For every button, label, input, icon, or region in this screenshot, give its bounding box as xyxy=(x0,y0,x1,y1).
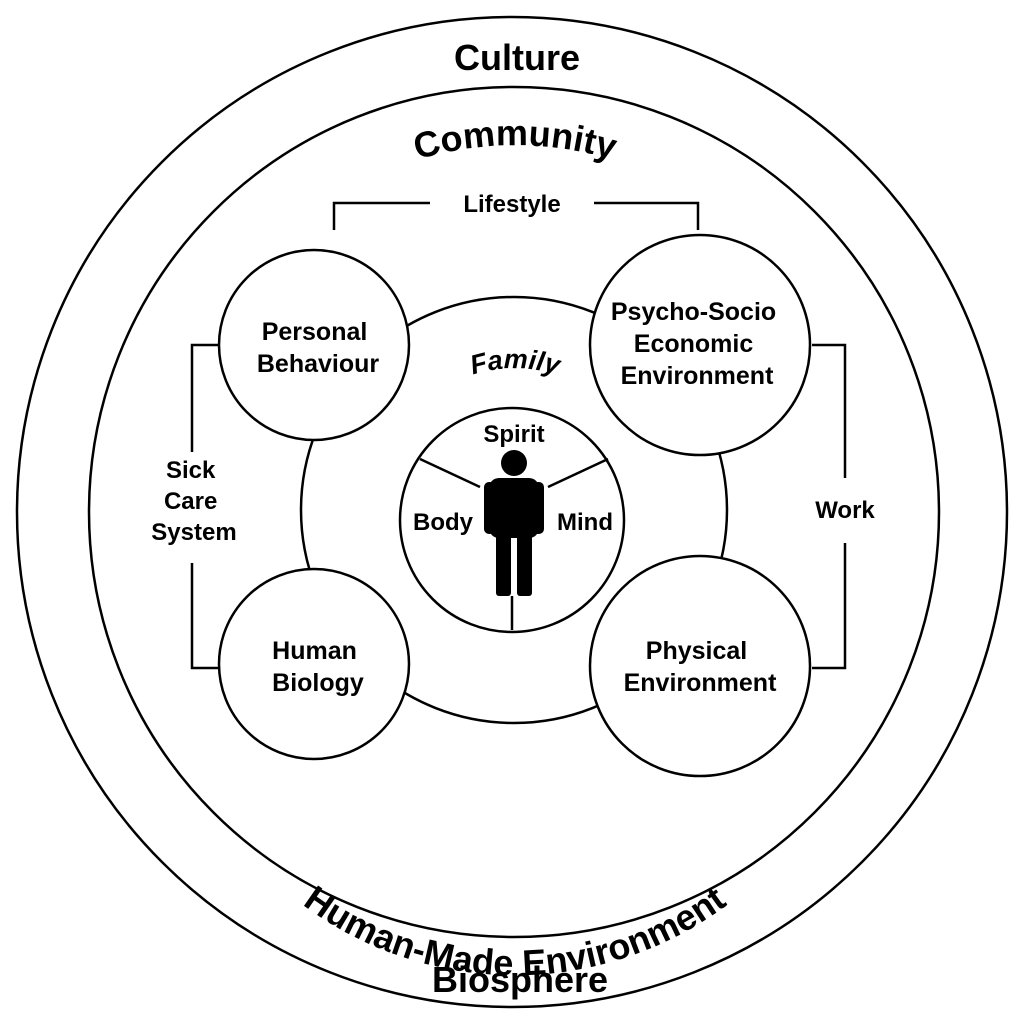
work-connector xyxy=(812,343,847,670)
mind-label: Mind xyxy=(557,509,613,536)
biosphere-ring xyxy=(15,15,1009,1009)
human-made-environment-label: Human-Made Environment xyxy=(297,877,732,983)
personal-behaviour-circle xyxy=(217,248,411,442)
psycho-socio-economic-circle xyxy=(588,233,812,457)
psycho-socio-economic-label: Psycho-Socio Economic Environment xyxy=(611,298,783,390)
community-ring xyxy=(87,85,941,939)
human-biology-circle xyxy=(217,567,411,761)
family-label: Family xyxy=(467,344,565,381)
divider-left xyxy=(419,457,481,489)
community-label: Community xyxy=(409,112,621,167)
biosphere-label: Biosphere xyxy=(432,959,608,1000)
sick-care-system-connector xyxy=(190,343,222,670)
sick-care-system-label: Sick Care System xyxy=(151,457,236,546)
body-label: Body xyxy=(413,509,474,536)
spirit-label: Spirit xyxy=(483,421,544,448)
person-icon xyxy=(484,450,544,596)
culture-label: Culture xyxy=(454,37,580,78)
family-ring xyxy=(299,295,729,725)
physical-environment-circle xyxy=(588,554,812,778)
personal-behaviour-label: Personal Behaviour xyxy=(257,318,380,378)
lifestyle-label: Lifestyle xyxy=(463,191,560,218)
lifestyle-connector xyxy=(332,201,700,230)
human-biology-label: Human Biology xyxy=(272,637,364,697)
work-label: Work xyxy=(815,497,875,524)
physical-environment-label: Physical Environment xyxy=(624,637,777,697)
divider-right xyxy=(547,457,609,489)
